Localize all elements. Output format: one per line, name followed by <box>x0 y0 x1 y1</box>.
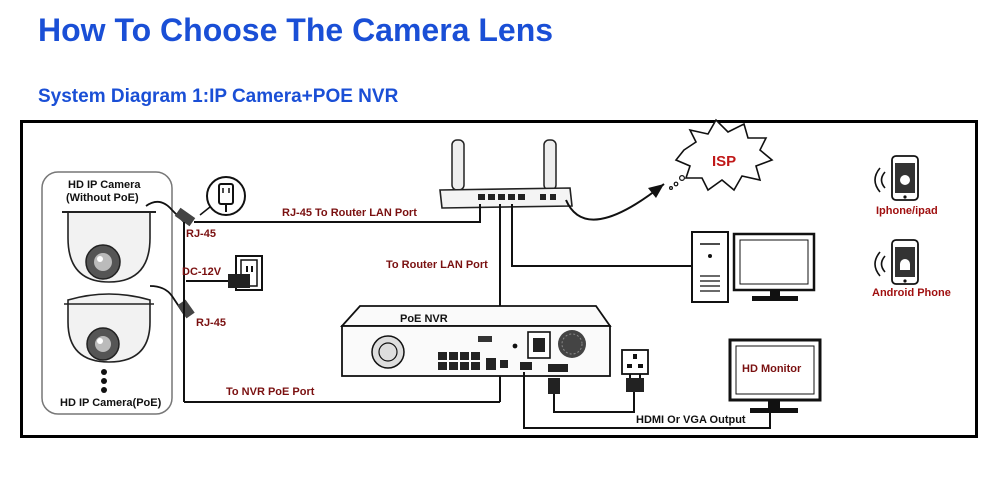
android-device <box>874 239 919 285</box>
label-camera-bottom: HD IP Camera(PoE) <box>60 397 162 409</box>
label-camera-top-sub: (Without PoE) <box>66 192 139 204</box>
label-rj45-top: RJ-45 <box>186 228 216 240</box>
label-isp: ISP <box>712 153 736 170</box>
desktop-computer <box>691 231 816 303</box>
label-rj45-bottom: RJ-45 <box>196 317 226 329</box>
label-poe-nvr: PoE NVR <box>400 313 448 325</box>
label-iphone: Iphone/ipad <box>876 205 938 217</box>
wireless-router <box>439 139 573 209</box>
wall-socket-icon <box>621 349 649 392</box>
label-to-nvr-poe: To NVR PoE Port <box>226 386 315 398</box>
hdmi-plug <box>548 378 560 394</box>
rj45-connector-bottom <box>177 299 195 319</box>
rj45-connector-top <box>174 207 196 227</box>
label-camera-top: HD IP Camera <box>68 179 141 191</box>
isp-cloud <box>668 118 774 192</box>
label-rj45-router: RJ-45 To Router LAN Port <box>282 207 417 219</box>
poe-nvr <box>339 305 612 377</box>
more-cameras-dots <box>101 369 107 393</box>
label-hdmi-vga: HDMI Or VGA Output <box>636 414 746 426</box>
diagram-frame <box>20 120 978 438</box>
iphone-device <box>874 155 919 201</box>
power-adapter-icon <box>186 255 263 291</box>
hd-monitor <box>728 338 822 413</box>
camera-cables <box>145 200 185 315</box>
ip-camera-poe <box>64 293 154 363</box>
camera-panel <box>41 171 173 415</box>
label-to-router-lan: To Router LAN Port <box>386 259 488 271</box>
label-android: Android Phone <box>872 287 951 299</box>
apple-icon <box>900 175 910 185</box>
plug-icon <box>199 176 246 216</box>
diagram-subtitle: System Diagram 1:IP Camera+POE NVR <box>38 86 399 107</box>
page-title: How To Choose The Camera Lens <box>38 12 554 48</box>
ip-camera-without-poe <box>62 211 156 283</box>
android-icon <box>900 259 910 270</box>
label-hd-monitor: HD Monitor <box>742 363 802 375</box>
label-dc12v: DC-12V <box>182 266 222 278</box>
